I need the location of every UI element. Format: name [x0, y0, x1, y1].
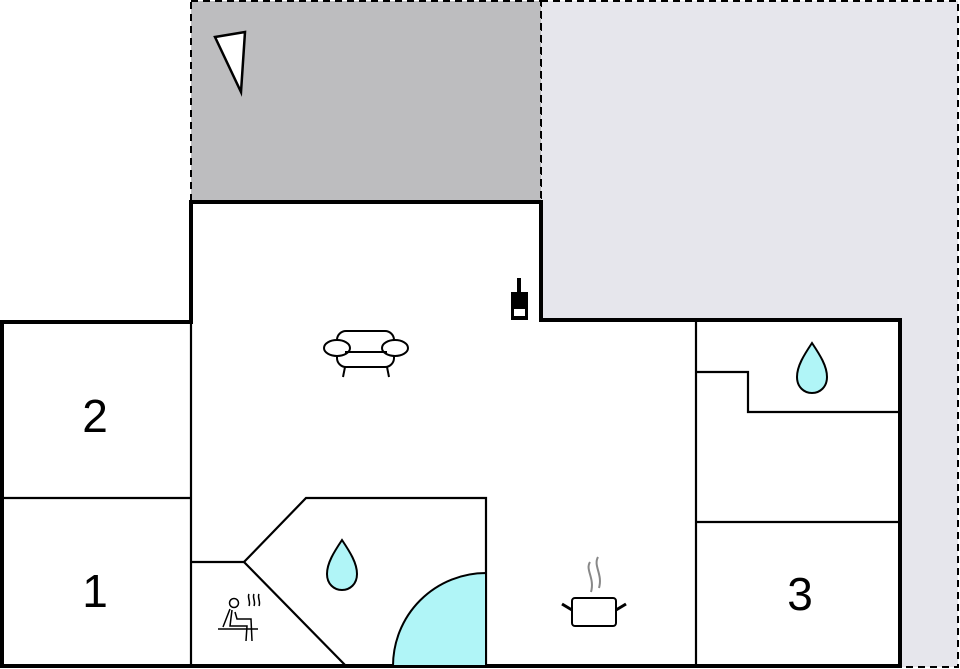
water-drop-icon — [795, 341, 829, 395]
sauna-icon — [218, 593, 261, 642]
room-3-label: 3 — [787, 568, 813, 620]
interior-walls — [2, 320, 900, 667]
covered-terrace — [190, 0, 542, 202]
stove-icon — [511, 278, 528, 320]
sofa-icon — [323, 330, 409, 378]
water-drop-icon — [325, 538, 359, 592]
cooking-pot-icon — [561, 556, 627, 627]
room-2-label: 2 — [82, 390, 108, 442]
shower-icon — [391, 571, 487, 667]
house-outline — [0, 200, 902, 668]
room-1-label: 1 — [82, 565, 108, 617]
north-arrow-icon — [213, 30, 247, 97]
